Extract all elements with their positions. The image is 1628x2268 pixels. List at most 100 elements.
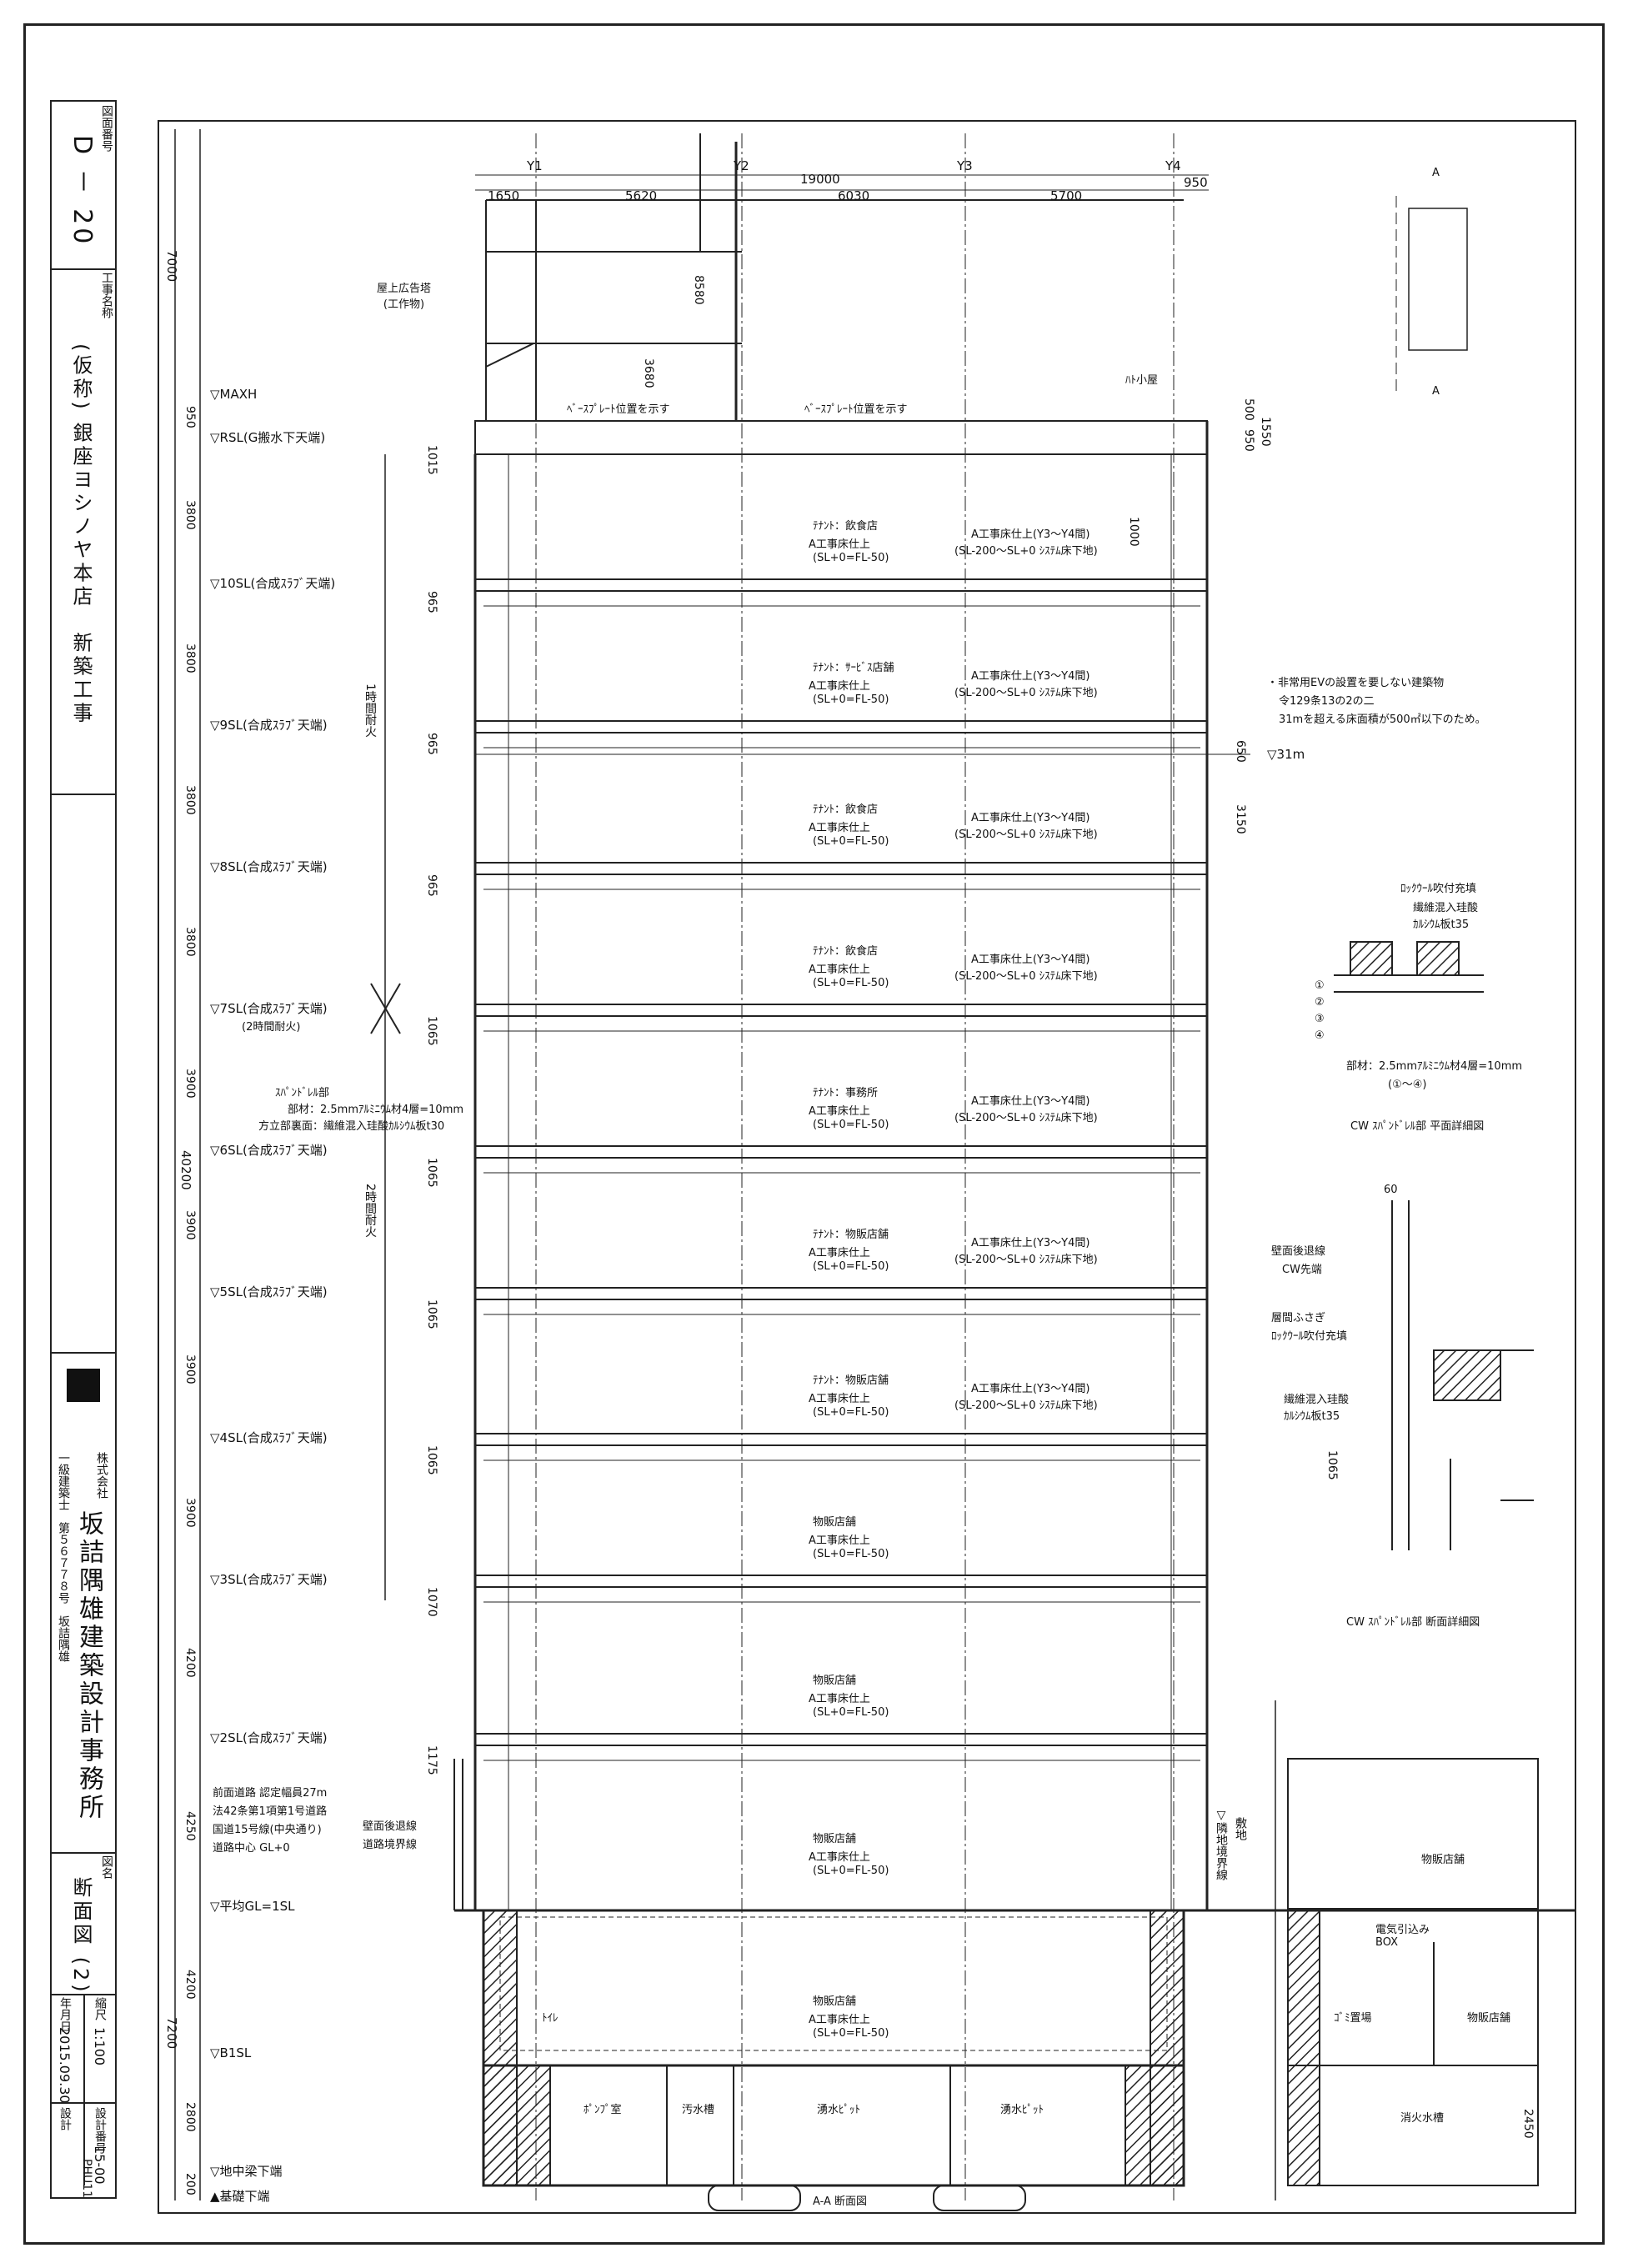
ev-note-1: ・非常用EVの設置を要しない建築物 bbox=[1267, 677, 1445, 689]
floor-slab bbox=[474, 1733, 1208, 1746]
floor-slab bbox=[474, 1145, 1208, 1159]
room-sl: (SL+0=FL-50) bbox=[813, 552, 889, 564]
slab-dim: 1015 bbox=[425, 445, 438, 475]
baseplate-note-1: ﾍﾞｰｽﾌﾟﾚｰﾄ位置を示す bbox=[567, 403, 670, 416]
axis-y1-left: Y1 bbox=[527, 158, 543, 173]
dim-3150: 3150 bbox=[1234, 804, 1247, 834]
adjacent-boundary-note: ▽隣地境界線 bbox=[1215, 1809, 1228, 1880]
room-finish: A工事床仕上 bbox=[809, 1535, 870, 1547]
below-height: 7200 bbox=[164, 2017, 179, 2050]
total-height: 40200 bbox=[178, 1150, 193, 1190]
date-label: 年月日 bbox=[58, 1997, 72, 2032]
room-tenant: ﾃﾅﾝﾄ：事務所 bbox=[813, 1087, 879, 1099]
room-finish: A工事床仕上 bbox=[809, 1393, 870, 1405]
design-no-label: 設計番号 bbox=[93, 2107, 107, 2154]
road-note-2: 法42条第1項第1号道路 bbox=[213, 1805, 328, 1818]
plan-detail-range: (①～④) bbox=[1388, 1079, 1427, 1091]
room-finish-2: A工事床仕上(Y3～Y4間) bbox=[971, 954, 1090, 966]
ev-note-3: 31mを超える床面積が500㎡以下のため。 bbox=[1279, 713, 1486, 726]
adjacent-room-3: 物販店舗 bbox=[1467, 2012, 1511, 2025]
drawing-number-cell: 図面番号 D － 20 bbox=[52, 102, 115, 270]
room-sl-2: (SL-200～SL+0 ｼｽﾃﾑ床下地) bbox=[954, 545, 1098, 558]
boundary-note: 道路境界線 bbox=[363, 1839, 418, 1851]
axis-y2: Y2 bbox=[734, 158, 749, 173]
level-label: ▽9SL(合成ｽﾗﾌﾞ天端) bbox=[210, 718, 328, 733]
project-name: (仮称) 銀座ヨシノヤ本店 新築工事 bbox=[69, 343, 93, 726]
level-height-dim: 3800 bbox=[183, 500, 197, 530]
spandrel-note-1: 部材：2.5mmｱﾙﾐﾆｳﾑ材4層=10mm bbox=[288, 1104, 464, 1116]
section-detail-dim: 60 bbox=[1384, 1184, 1398, 1196]
room-sl-2: (SL-200～SL+0 ｼｽﾃﾑ床下地) bbox=[954, 970, 1098, 983]
floor-slab bbox=[474, 578, 1208, 592]
spandrel-note-2: 方立部裏面：繊維混入珪酸ｶﾙｼｳﾑ板t30 bbox=[258, 1120, 445, 1133]
baseplate-note-2: ﾍﾞｰｽﾌﾟﾚｰﾄ位置を示す bbox=[804, 403, 908, 416]
section-mark-top: A bbox=[1432, 167, 1440, 179]
room-sl: (SL+0=FL-50) bbox=[813, 1260, 889, 1273]
floor-slab bbox=[474, 1575, 1208, 1588]
floor-slab bbox=[474, 720, 1208, 733]
section-detail-label-1: 壁面後退線 bbox=[1271, 1245, 1326, 1258]
design-no: 15-00 bbox=[92, 2145, 108, 2185]
axis-y3: Y3 bbox=[957, 158, 973, 173]
section-name: A-A 断面図 bbox=[813, 2195, 868, 2208]
level-label: ▽3SL(合成ｽﾗﾌﾞ天端) bbox=[210, 1572, 328, 1587]
section-detail-caption: CW ｽﾊﾟﾝﾄﾞﾚﾙ部 断面詳細図 bbox=[1346, 1616, 1480, 1629]
level-height-dim: 4250 bbox=[183, 1811, 197, 1841]
room-tenant: ﾃﾅﾝﾄ：物販店舗 bbox=[813, 1229, 889, 1241]
room-finish-2: A工事床仕上(Y3～Y4間) bbox=[971, 528, 1090, 541]
basement-room-toilet: ﾄｲﾚ bbox=[542, 2012, 559, 2025]
level-sublabel: (2時間耐火) bbox=[242, 1021, 301, 1034]
room-sl: (SL+0=FL-50) bbox=[813, 1119, 889, 1131]
basement-room-pump: ﾎﾟﾝﾌﾟ室 bbox=[584, 2104, 622, 2116]
plan-detail-label-3: ｶﾙｼｳﾑ板t35 bbox=[1413, 919, 1470, 931]
date: 2015.09.30 bbox=[57, 2027, 73, 2104]
level-height-dim: 3900 bbox=[183, 1354, 197, 1384]
floor-slab bbox=[474, 1004, 1208, 1017]
room-finish-2: A工事床仕上(Y3～Y4間) bbox=[971, 1237, 1090, 1249]
floor-slab bbox=[474, 1433, 1208, 1446]
level-label: ▽7SL(合成ｽﾗﾌﾞ天端) bbox=[210, 1001, 328, 1016]
level-label: ▽10SL(合成ｽﾗﾌﾞ天端) bbox=[210, 576, 336, 591]
dim-500: 500 bbox=[1242, 398, 1255, 421]
level-height-dim: 4200 bbox=[183, 1970, 197, 2000]
scale: 1:100 bbox=[92, 2027, 108, 2066]
dim-8580: 8580 bbox=[692, 275, 705, 305]
level-label: ▲基礎下端 bbox=[210, 2189, 270, 2204]
level-height-dim: 3800 bbox=[183, 927, 197, 957]
room-finish: A工事床仕上 bbox=[809, 1247, 870, 1259]
slab-dim: 965 bbox=[425, 591, 438, 613]
room-sl: (SL+0=FL-50) bbox=[813, 835, 889, 848]
room-finish: A工事床仕上 bbox=[809, 680, 870, 693]
firm-logo bbox=[67, 1369, 100, 1402]
title-block: 図面番号 D － 20 工事名称 (仮称) 銀座ヨシノヤ本店 新築工事 株式会社… bbox=[50, 100, 117, 2199]
plan-detail-label-2: 繊維混入珪酸 bbox=[1413, 902, 1479, 914]
level-label: ▽B1SL bbox=[210, 2045, 252, 2060]
registration: 一級建築士 第５６７７８号 坂詰隅雄 bbox=[57, 1452, 70, 1662]
span-1: 1650 bbox=[488, 188, 520, 203]
basement-room-spring1: 湧水ﾋﾟｯﾄ bbox=[817, 2104, 861, 2116]
dim-650: 650 bbox=[1234, 740, 1247, 763]
drawing-title: 断面図 (2) bbox=[69, 1877, 93, 1995]
room-tenant: 物販店舗 bbox=[813, 1995, 857, 2008]
level-label: ▽RSL(G搬水下天端) bbox=[210, 430, 326, 445]
setback-note: 壁面後退線 bbox=[363, 1820, 418, 1833]
penthouse-height: 7000 bbox=[164, 250, 179, 283]
level-height-dim: 200 bbox=[183, 2173, 197, 2195]
drawing-frame bbox=[23, 23, 1605, 2245]
firm-cell: 株式会社 坂詰隅雄建築設計事務所 一級建築士 第５６７７８号 坂詰隅雄 bbox=[52, 1352, 115, 1854]
level-label: ▽平均GL=1SL bbox=[210, 1899, 295, 1914]
slab-dim: 1070 bbox=[425, 1587, 438, 1617]
fire-2h-note: 2時間耐火 bbox=[363, 1184, 377, 1238]
floor-slab bbox=[474, 1287, 1208, 1300]
ev-note-2: 令129条13の2の二 bbox=[1279, 695, 1375, 708]
section-detail-label-3: 層間ふさぎ bbox=[1271, 1312, 1326, 1324]
room-finish: A工事床仕上 bbox=[809, 964, 870, 976]
fire-1h-note: 1時間耐火 bbox=[363, 683, 377, 738]
room-finish: A工事床仕上 bbox=[809, 1693, 870, 1705]
road-note-1: 前面道路 認定幅員27m bbox=[213, 1787, 328, 1800]
room-sl: (SL+0=FL-50) bbox=[813, 977, 889, 989]
level-height-dim: 3800 bbox=[183, 643, 197, 673]
span-4: 5700 bbox=[1050, 188, 1083, 203]
adjacent-room-2: ｺﾞﾐ置場 bbox=[1334, 2012, 1372, 2025]
